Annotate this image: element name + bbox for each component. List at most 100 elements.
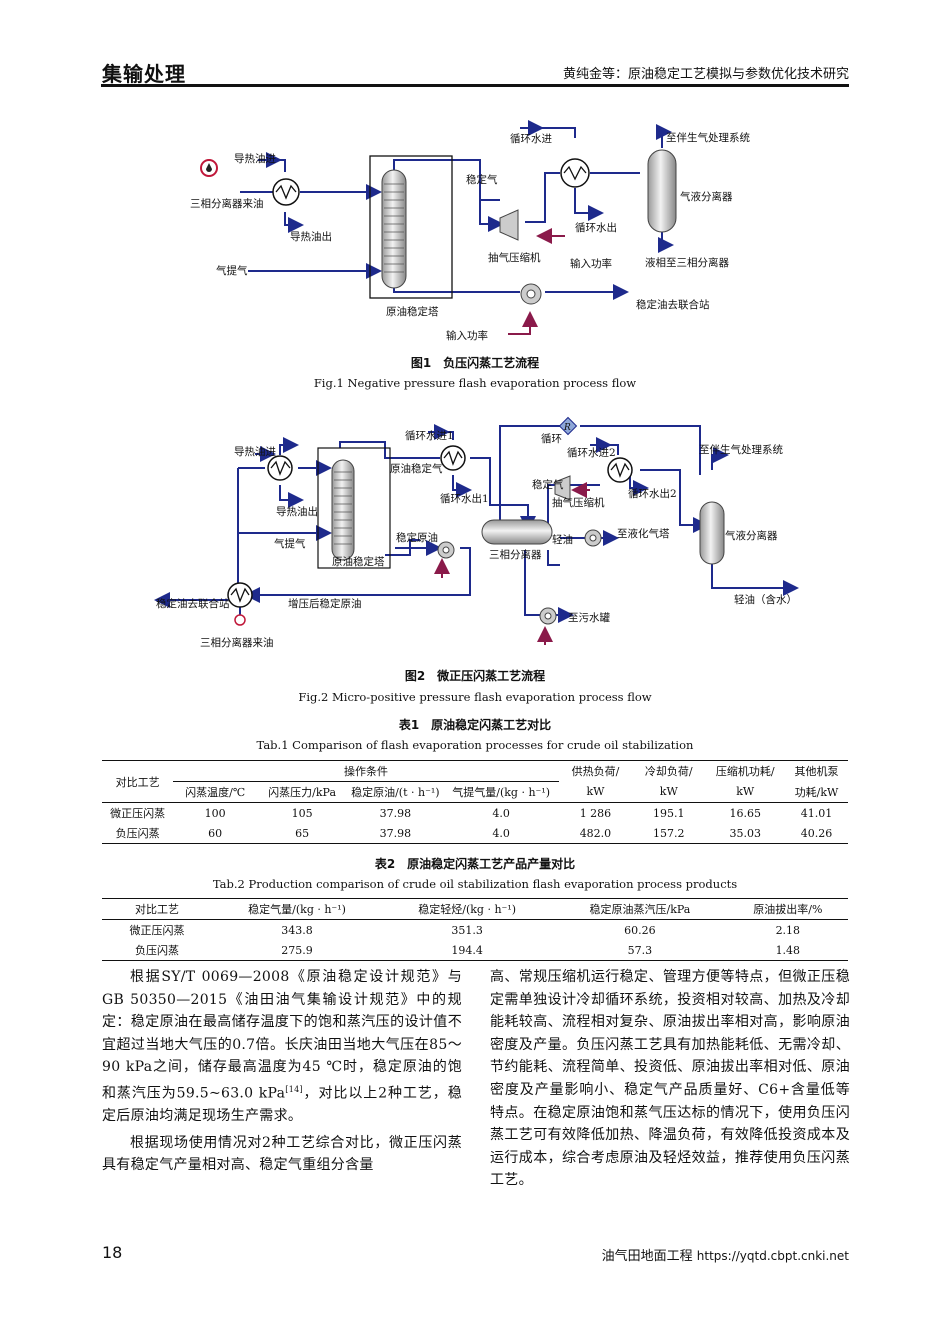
table-cell: 105 bbox=[291, 806, 313, 820]
fig2-label-to-gas-system: 至伴生气处理系统 bbox=[699, 443, 783, 456]
fig2-label-recycle: 循环 bbox=[541, 432, 562, 445]
page-number: 18 bbox=[102, 1243, 123, 1262]
table-cell: 40.26 bbox=[800, 826, 833, 840]
body-text: ，对比以上2种工艺，稳定后原油均满足现场生产需求。 bbox=[102, 1085, 462, 1125]
table-cell: 157.2 bbox=[653, 826, 685, 840]
fig1-label-cw-out: 循环水出 bbox=[575, 221, 617, 234]
fig2-label-three-phase: 三相分离器 bbox=[489, 548, 542, 561]
fig1-label-gl-separator: 气液分离器 bbox=[680, 190, 733, 203]
table-1: 对比工艺 操作条件 供热负荷/ 冷却负荷/ 压缩机功耗/ 其他机泵 闪蒸温度/℃… bbox=[102, 760, 848, 844]
table-cell: 负压闪蒸 bbox=[135, 944, 179, 957]
table-cell: 37.98 bbox=[379, 826, 412, 840]
table-cell: 482.0 bbox=[579, 826, 612, 840]
t2-header: 原油拔出率/% bbox=[753, 903, 823, 916]
t1-header-pump-unit: 功耗/kW bbox=[794, 785, 839, 799]
table-cell: 195.1 bbox=[653, 806, 685, 820]
fig1-label-power-2: 输入功率 bbox=[570, 257, 612, 270]
fig1-label-tower: 原油稳定塔 bbox=[386, 305, 439, 318]
body-paragraph-3: 高、常规压缩机运行稳定、管理方便等特点，但微正压稳定需单独设计冷却循环系统，投资… bbox=[490, 969, 850, 1189]
table-2-caption: 表2 原油稳定闪蒸工艺产品产量对比 bbox=[374, 857, 576, 871]
table-1-caption: 表1 原油稳定闪蒸工艺对比 bbox=[398, 718, 552, 732]
table-cell: 35.03 bbox=[729, 826, 762, 840]
table-cell: 57.3 bbox=[627, 943, 653, 957]
table-cell: 100 bbox=[204, 806, 226, 820]
figure-2-caption-en: Fig.2 Micro-positive pressure flash evap… bbox=[298, 690, 652, 704]
body-paragraph-2: 根据现场使用情况对2种工艺综合对比，微正压闪蒸具有稳定气产量相对高、稳定气重组分… bbox=[102, 1134, 462, 1174]
body-right-column: 高、常规压缩机运行稳定、管理方便等特点，但微正压稳定需单独设计冷却循环系统，投资… bbox=[490, 966, 850, 1192]
table-cell: 194.4 bbox=[451, 943, 483, 957]
fig2-label-hot-oil-out: 导热油出 bbox=[276, 505, 318, 518]
table-cell: 4.0 bbox=[492, 826, 510, 840]
fig2-recycle-badge: R bbox=[563, 423, 571, 433]
table-cell: 微正压闪蒸 bbox=[110, 807, 166, 820]
t1-header-cool-unit: kW bbox=[659, 785, 678, 799]
table-cell: 343.8 bbox=[281, 923, 313, 937]
fig2-label-light-oil: 轻油 bbox=[552, 533, 573, 546]
table-cell: 60 bbox=[208, 826, 223, 840]
table-cell: 37.98 bbox=[379, 806, 412, 820]
fig2-label-cw1-out: 循环水出1 bbox=[440, 492, 489, 505]
table-cell: 微正压闪蒸 bbox=[129, 924, 185, 937]
table-cell: 负压闪蒸 bbox=[115, 827, 160, 840]
t1-sub-oil: 稳定原油/(t · h⁻¹) bbox=[351, 786, 440, 799]
fig1-label-feed: 三相分离器来油 bbox=[190, 197, 264, 210]
table-cell: 16.65 bbox=[729, 806, 762, 820]
footer-journal: 油气田地面工程 https://yqtd.cbpt.cnki.net bbox=[602, 1245, 849, 1264]
t2-header: 稳定气量/(kg · h⁻¹) bbox=[248, 903, 346, 916]
fig1-label-hot-oil-in: 导热油进 bbox=[234, 152, 276, 165]
fig2-label-stripping-gas: 气提气 bbox=[274, 537, 306, 550]
table-2-caption-en: Tab.2 Production comparison of crude oil… bbox=[212, 877, 738, 891]
body-text: 根据SY/T 0069—2008《原油稳定设计规范》与GB 50350—2015… bbox=[102, 969, 462, 1102]
fig2-label-gl-separator: 气液分离器 bbox=[725, 529, 778, 542]
fig2-label-cw2-out: 循环水出2 bbox=[628, 487, 677, 500]
t1-header-comp-unit: kW bbox=[736, 785, 755, 799]
fig2-label-cw1-in: 循环水进1 bbox=[405, 429, 454, 442]
fig2-label-stable-gas-2: 稳定气 bbox=[532, 478, 564, 491]
table-cell: 275.9 bbox=[281, 943, 313, 957]
body-paragraph-1: 根据SY/T 0069—2008《原油稳定设计规范》与GB 50350—2015… bbox=[102, 966, 462, 1128]
table-row: 微正压闪蒸 343.8 351.3 60.26 2.18 bbox=[102, 920, 848, 941]
fig2-label-compressor: 抽气压缩机 bbox=[552, 496, 605, 509]
table-cell: 4.0 bbox=[492, 806, 510, 820]
table-2: 对比工艺 稳定气量/(kg · h⁻¹) 稳定轻烃/(kg · h⁻¹) 稳定原… bbox=[102, 898, 848, 961]
table-1-caption-en: Tab.1 Comparison of flash evaporation pr… bbox=[256, 738, 694, 752]
fig2-label-oil-out: 稳定油去联合站 bbox=[156, 597, 230, 610]
fig2-label-stable-oil: 稳定原油 bbox=[396, 531, 438, 544]
fig2-label-to-sewage: 至污水罐 bbox=[568, 611, 610, 624]
figure-1-caption: 图1 负压闪蒸工艺流程 bbox=[410, 356, 540, 370]
table-cell: 60.26 bbox=[624, 923, 656, 937]
table-cell: 1.48 bbox=[775, 943, 801, 957]
table-cell: 2.18 bbox=[775, 923, 801, 937]
fig2-label-hot-oil-in: 导热油进 bbox=[234, 445, 276, 458]
figure-2-caption: 图2 微正压闪蒸工艺流程 bbox=[404, 669, 546, 683]
t2-header: 稳定原油蒸汽压/kPa bbox=[589, 903, 691, 916]
fig2-label-cw2-in: 循环水进2 bbox=[567, 446, 616, 459]
fig1-label-cw-in: 循环水进 bbox=[510, 132, 552, 145]
t1-header-conditions: 操作条件 bbox=[173, 760, 559, 782]
figure-1-diagram: 导热油进 三相分离器来油 导热油出 气提气 原油稳定塔 输入功率 稳定气 抽气压… bbox=[190, 120, 750, 342]
fig1-label-stable-gas: 稳定气 bbox=[466, 173, 498, 186]
figure-1-caption-en: Fig.1 Negative pressure flash evaporatio… bbox=[313, 376, 637, 390]
t1-header-heat-unit: kW bbox=[586, 785, 605, 799]
t1-sub-pressure: 闪蒸压力/kPa bbox=[268, 786, 337, 799]
journal-name: 油气田地面工程 bbox=[601, 1249, 693, 1264]
fig1-label-stripping-gas: 气提气 bbox=[216, 264, 248, 277]
running-title: 黄纯金等：原油稳定工艺模拟与参数优化技术研究 bbox=[562, 67, 849, 82]
t1-header-process: 对比工艺 bbox=[102, 760, 174, 803]
body-left-column: 根据SY/T 0069—2008《原油稳定设计规范》与GB 50350—2015… bbox=[102, 966, 462, 1181]
t2-header: 稳定轻烃/(kg · h⁻¹) bbox=[418, 903, 517, 916]
table-row: 微正压闪蒸 100 105 37.98 4.0 1 286 195.1 16.6… bbox=[102, 803, 848, 824]
journal-url[interactable]: https://yqtd.cbpt.cnki.net bbox=[696, 1249, 849, 1263]
fig2-label-tower: 原油稳定塔 bbox=[332, 555, 385, 568]
table-cell: 351.3 bbox=[451, 923, 483, 937]
fig1-label-compressor: 抽气压缩机 bbox=[488, 251, 541, 264]
fig2-label-stable-gas: 原油稳定气 bbox=[390, 462, 443, 475]
fig2-label-light-oil-water: 轻油（含水） bbox=[734, 593, 797, 606]
table-cell: 1 286 bbox=[579, 806, 612, 820]
header-rule bbox=[101, 84, 849, 87]
fig2-label-boosted-oil: 增压后稳定原油 bbox=[288, 597, 362, 610]
t1-header-comp: 压缩机功耗/ bbox=[715, 765, 775, 779]
fig2-label-to-lpg: 至液化气塔 bbox=[617, 527, 670, 540]
fig1-label-oil-out: 稳定油去联合站 bbox=[636, 298, 710, 311]
t1-header-heat: 供热负荷/ bbox=[571, 765, 620, 779]
